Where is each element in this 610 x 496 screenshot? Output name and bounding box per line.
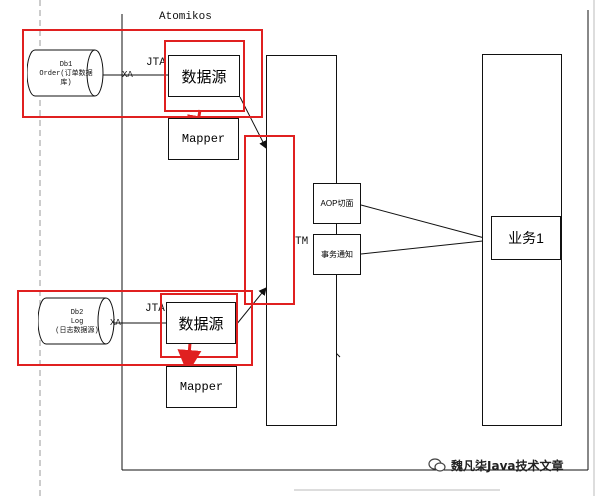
bottom-xa-label: XA xyxy=(110,318,121,328)
top-jta-label: JTA xyxy=(146,57,166,69)
aop-to-business-link xyxy=(360,204,493,241)
bottom-red-arrow xyxy=(177,342,202,374)
top-mapper-box: Mapper xyxy=(168,118,239,160)
wechat-icon xyxy=(428,458,446,472)
bottom-datasource-highlight xyxy=(160,293,238,358)
bottom-mapper-box: Mapper xyxy=(166,366,237,408)
notify-to-business-link xyxy=(360,239,493,255)
tm-label: TM xyxy=(295,236,309,248)
top-datasource-box: 数据源 xyxy=(168,55,240,97)
top-datasource-highlight xyxy=(164,40,245,112)
watermark-text: 魏凡柒Java技术文章 xyxy=(451,459,564,473)
bottom-jta-label: JTA xyxy=(145,303,165,315)
db2-name: Db2 xyxy=(70,309,84,317)
db2-cylinder: Db2 Log (日志数据源) xyxy=(38,297,116,346)
db1-highlight-frame xyxy=(22,29,263,118)
tm-highlight xyxy=(244,135,295,305)
aop-aspect-box: AOP切面 xyxy=(313,183,361,224)
db1-cylinder: Db1 Order(订单数据 库) xyxy=(27,49,105,98)
business-box: 业务1 xyxy=(491,216,561,260)
cylinder-shape xyxy=(27,49,104,97)
bottom-datasource-box: 数据源 xyxy=(166,302,236,344)
atomikos-title: Atomikos xyxy=(159,11,212,23)
transaction-notify-box: 事务通知 xyxy=(313,234,361,275)
top-xa-label: XA xyxy=(122,70,133,80)
db1-name: Db1 xyxy=(59,61,73,69)
db1-desc-cont: 库) xyxy=(60,79,72,87)
db2-desc-cont: (日志数据源) xyxy=(55,327,99,335)
db1-desc: Order(订单数据 xyxy=(39,70,93,78)
cylinder-shape xyxy=(38,297,115,345)
wechat-bubble-shape xyxy=(428,458,446,472)
db2-highlight-frame xyxy=(17,290,253,366)
db2-desc: Log xyxy=(70,318,84,326)
